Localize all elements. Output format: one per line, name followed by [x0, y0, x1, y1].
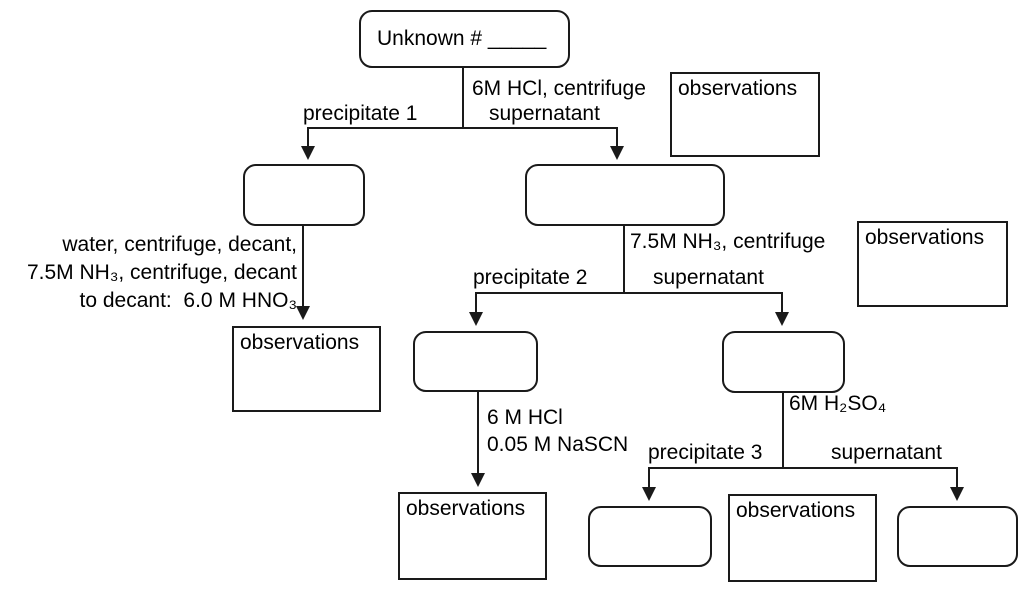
treatment-line: 0.05 M NaSCN — [487, 433, 629, 456]
step1-reagent-label: 6M HCl, centrifuge — [472, 77, 646, 100]
observations-label: observations — [678, 77, 798, 100]
observations-box-precipitate1: observations — [232, 326, 381, 412]
precipitate-2-edge-label: precipitate 2 — [473, 266, 588, 289]
observations-label: observations — [736, 499, 856, 522]
treatment-line: to decant: 6.0 M HNO₃ — [79, 289, 297, 312]
precipitate-2-box — [413, 331, 538, 392]
precipitate-1-treatment-text: water, centrifuge, decant, 7.5M NH₃, cen… — [4, 231, 297, 315]
treatment-line: 7.5M NH₃, centrifuge, decant — [26, 261, 297, 284]
supernatant-2-edge-label: supernatant — [653, 266, 764, 289]
supernatant-1-edge-label: supernatant — [489, 102, 600, 125]
treatment-line: 6 M HCl — [487, 406, 563, 429]
observations-box-step1: observations — [670, 72, 820, 157]
treatment-line: water, centrifuge, decant, — [62, 233, 297, 256]
observations-label: observations — [240, 331, 360, 354]
supernatant-3-edge-label: supernatant — [831, 441, 942, 464]
step3-reagent-label: 6M H₂SO₄ — [789, 392, 887, 415]
precipitate-2-treatment-text: 6 M HCl 0.05 M NaSCN — [487, 404, 628, 458]
step2-reagent-label: 7.5M NH₃, centrifuge — [630, 230, 826, 253]
precipitate-1-box — [243, 164, 365, 226]
unknown-sample-box: Unknown # _____ — [359, 10, 570, 68]
observations-box-step2: observations — [857, 221, 1008, 307]
supernatant-2-box — [722, 331, 845, 393]
supernatant-3-box — [897, 506, 1018, 567]
observations-box-precipitate2: observations — [398, 492, 547, 580]
supernatant-1-box — [525, 164, 725, 226]
observations-label: observations — [865, 226, 985, 249]
unknown-sample-label: Unknown # _____ — [377, 27, 547, 50]
observations-box-step3: observations — [728, 494, 877, 582]
precipitate-3-box — [588, 506, 712, 567]
precipitate-1-edge-label: precipitate 1 — [303, 102, 418, 125]
precipitate-3-edge-label: precipitate 3 — [648, 441, 763, 464]
observations-label: observations — [406, 497, 526, 520]
